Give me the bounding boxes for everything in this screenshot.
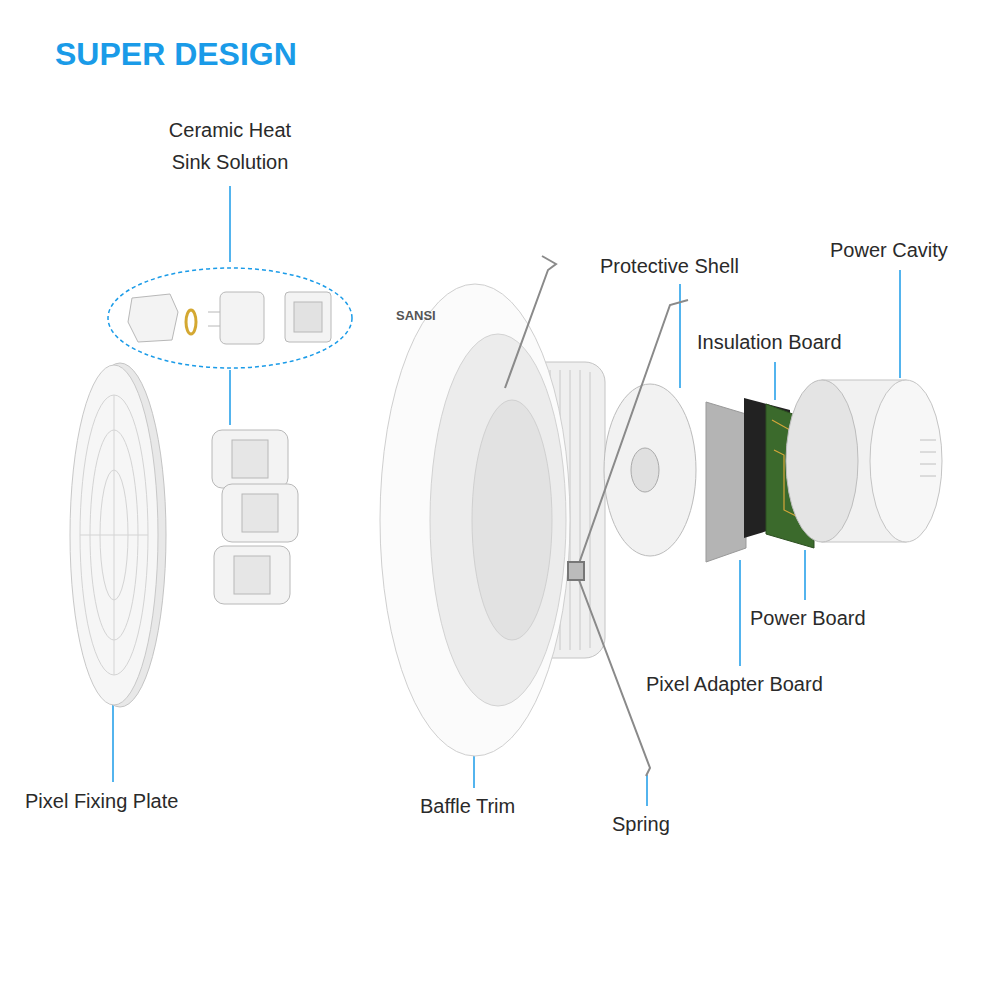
part-label: Protective Shell xyxy=(600,250,739,282)
pixel-fixing-plate xyxy=(70,363,166,707)
title: SUPER DESIGN xyxy=(55,36,297,73)
protective-shell xyxy=(604,384,696,556)
part-label: Ceramic Heat Sink Solution xyxy=(148,114,312,178)
part-label: Spring xyxy=(612,808,670,840)
part-label: Pixel Adapter Board xyxy=(646,668,823,700)
springs xyxy=(505,256,688,776)
part-label: Power Cavity xyxy=(830,234,948,266)
heat-sink-parts xyxy=(128,292,331,604)
leader-lines xyxy=(108,186,900,806)
part-label: Pixel Fixing Plate xyxy=(25,785,178,817)
part-label: Insulation Board xyxy=(697,326,842,358)
brand-logo: SANSI xyxy=(396,308,436,324)
power-cavity xyxy=(786,380,942,542)
trim-body xyxy=(380,284,605,756)
pixel-adapter-board xyxy=(706,402,746,562)
part-label: Baffle Trim xyxy=(420,790,515,822)
part-label: Power Board xyxy=(750,602,866,634)
